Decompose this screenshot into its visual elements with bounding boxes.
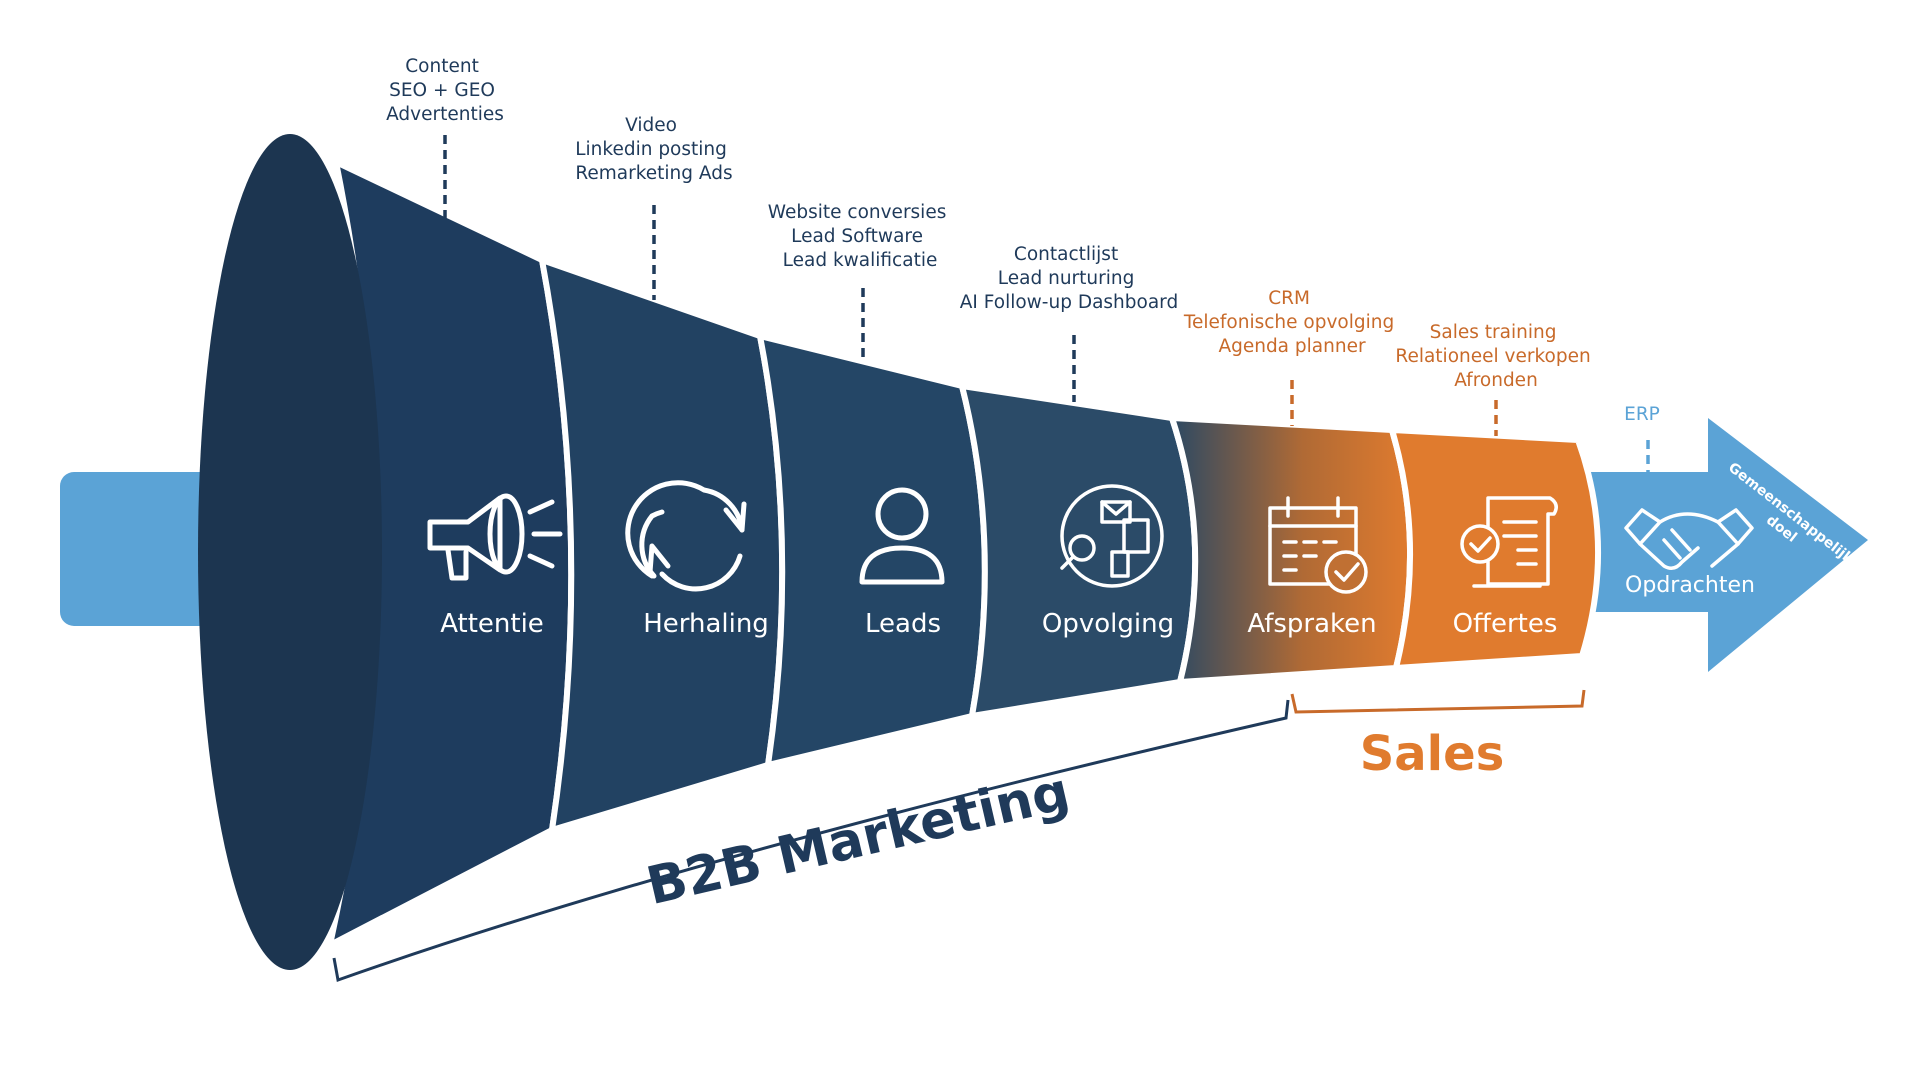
notes-afspraken: CRM Telefonische opvolging Agenda planne… [1183, 288, 1400, 357]
handshake-icon [1624, 508, 1754, 570]
segment-afspraken [1167, 414, 1413, 686]
segment-leads [756, 331, 988, 769]
stage-label-leads: Leads [865, 609, 941, 639]
note-erp: ERP [1624, 404, 1660, 425]
stage-label-attentie: Attentie [440, 609, 544, 639]
notes-herhaling: Video Linkedin posting Remarketing Ads [575, 115, 733, 184]
notes-leads: Website conversies Lead Software Lead kw… [768, 202, 952, 271]
result-arrow [1580, 418, 1868, 672]
arrow-label-opdrachten: Opdrachten [1625, 573, 1755, 598]
calendar-check-icon [1268, 496, 1368, 594]
search-devices-icon [1060, 484, 1164, 588]
notes-opvolging: Contactlijst Lead nurturing AI Follow-up… [960, 244, 1178, 313]
notes-attentie: Content SEO + GEO Advertenties [386, 56, 504, 125]
notes-offertes: Sales training Relationeel verkopen Afro… [1395, 322, 1596, 391]
group-label-sales: Sales [1360, 726, 1505, 782]
megaphone-icon [427, 493, 563, 581]
marketing-brace [332, 699, 1290, 983]
funnel-mouth [198, 134, 382, 970]
sales-brace [1290, 689, 1586, 714]
stage-label-afspraken: Afspraken [1247, 609, 1376, 639]
user-icon [859, 487, 945, 585]
stage-label-offertes: Offertes [1453, 609, 1558, 639]
document-check-icon [1460, 496, 1558, 588]
refresh-icon [625, 480, 747, 592]
stage-label-opvolging: Opvolging [1042, 609, 1174, 639]
segment-herhaling [538, 255, 786, 835]
stage-label-herhaling: Herhaling [643, 609, 769, 639]
